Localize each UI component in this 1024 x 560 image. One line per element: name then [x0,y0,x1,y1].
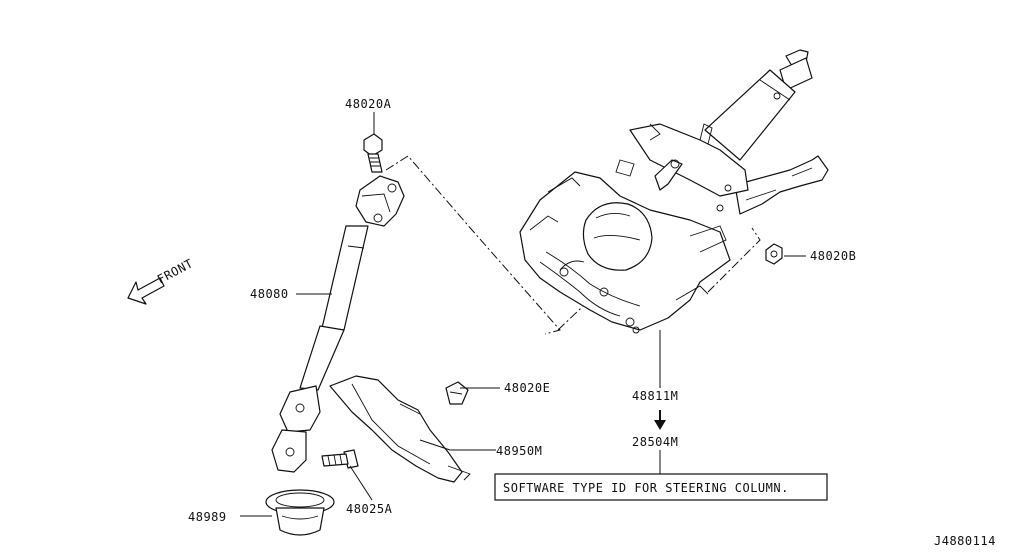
label-48020e: 48020E [504,381,550,395]
bolt-48025a [321,449,359,469]
diagram-id: J4880114 [934,534,996,548]
label-48025a: 48025A [346,502,393,516]
label-48989: 48989 [188,510,227,524]
down-arrow-icon [654,410,666,430]
cover-48950m [329,375,471,483]
bolt-48020a [363,133,383,173]
intermediate-shaft [271,175,405,473]
label-48020b: 48020B [810,249,856,263]
note-text: SOFTWARE TYPE ID FOR STEERING COLUMN. [503,481,789,495]
front-arrow-icon [127,277,165,305]
phantom-lines [385,155,761,335]
label-48950m: 48950M [496,444,542,458]
boot-48989 [265,489,335,536]
steering-column-assembly [519,49,829,334]
label-28504m: 28504M [632,435,678,449]
clip-48020e [445,381,469,405]
front-label: FRONT [155,256,196,286]
label-48811m: 48811M [632,389,678,403]
leader-lines [240,112,806,517]
nut-48020b [765,243,783,265]
label-48020a: 48020A [345,97,392,111]
label-48080: 48080 [250,287,289,301]
note-box: SOFTWARE TYPE ID FOR STEERING COLUMN. [494,473,828,501]
